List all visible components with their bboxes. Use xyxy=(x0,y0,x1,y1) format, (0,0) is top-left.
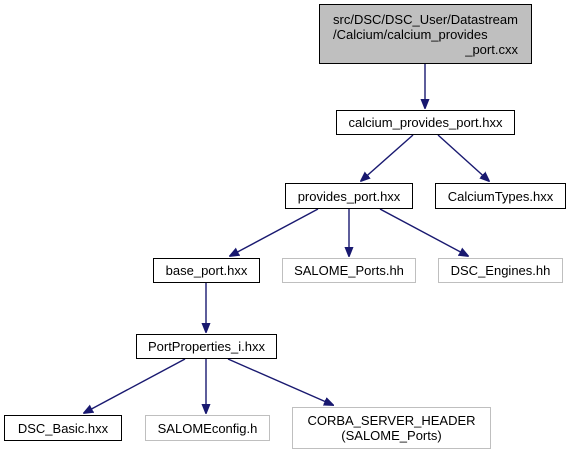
node-label: provides_port.hxx xyxy=(297,188,401,204)
node-salome-ports-hh[interactable]: SALOME_Ports.hh xyxy=(282,258,416,283)
root-file-lines: src/DSC/DSC_User/Datastream /Calcium/cal… xyxy=(333,12,518,57)
node-label: base_port.hxx xyxy=(165,263,248,278)
edges-group xyxy=(84,64,489,413)
edge-portproperties-to-dsc-basic xyxy=(84,358,186,413)
corba-server-header-lines: CORBA_SERVER_HEADER (SALOME_Ports) xyxy=(307,413,475,443)
root-file-line-1: src/DSC/DSC_User/Datastream xyxy=(333,11,518,27)
node-label: CalciumTypes.hxx xyxy=(447,188,554,204)
node-label: calcium_provides_port.hxx xyxy=(348,115,503,130)
node-label: DSC_Engines.hh xyxy=(450,263,551,278)
edge-provides-port-to-dsc-engines xyxy=(379,208,468,256)
node-calciumtypes-hxx[interactable]: CalciumTypes.hxx xyxy=(435,183,566,209)
edge-provides-port-to-base-port xyxy=(230,208,319,256)
node-dsc-engines-hh[interactable]: DSC_Engines.hh xyxy=(438,258,563,283)
node-label: SALOMEconfig.h xyxy=(157,420,258,436)
node-provides-port-hxx[interactable]: provides_port.hxx xyxy=(285,183,413,209)
node-portproperties-i-hxx[interactable]: PortProperties_i.hxx xyxy=(136,334,277,359)
corba-line-1: CORBA_SERVER_HEADER xyxy=(307,413,476,428)
root-file-line-2: /Calcium/calcium_provides xyxy=(333,26,488,42)
edge-calcium-provides-port-to-provides-port xyxy=(361,134,414,181)
node-label: PortProperties_i.hxx xyxy=(147,339,266,354)
node-corba-server-header[interactable]: CORBA_SERVER_HEADER (SALOME_Ports) xyxy=(292,407,491,449)
root-file-line-3: _port.cxx xyxy=(465,41,518,57)
edge-calcium-provides-port-to-calciumtypes xyxy=(437,134,489,181)
edge-portproperties-to-corba-server-header xyxy=(227,358,333,405)
node-root-file[interactable]: src/DSC/DSC_User/Datastream /Calcium/cal… xyxy=(319,4,532,64)
node-label: SALOME_Ports.hh xyxy=(294,263,404,278)
node-label: DSC_Basic.hxx xyxy=(17,420,109,436)
node-base-port-hxx[interactable]: base_port.hxx xyxy=(153,258,260,283)
corba-line-2: (SALOME_Ports) xyxy=(341,428,442,443)
node-dsc-basic-hxx[interactable]: DSC_Basic.hxx xyxy=(4,415,122,441)
node-salomeconfig-h[interactable]: SALOMEconfig.h xyxy=(145,415,270,441)
node-calcium-provides-port-hxx[interactable]: calcium_provides_port.hxx xyxy=(336,110,515,135)
